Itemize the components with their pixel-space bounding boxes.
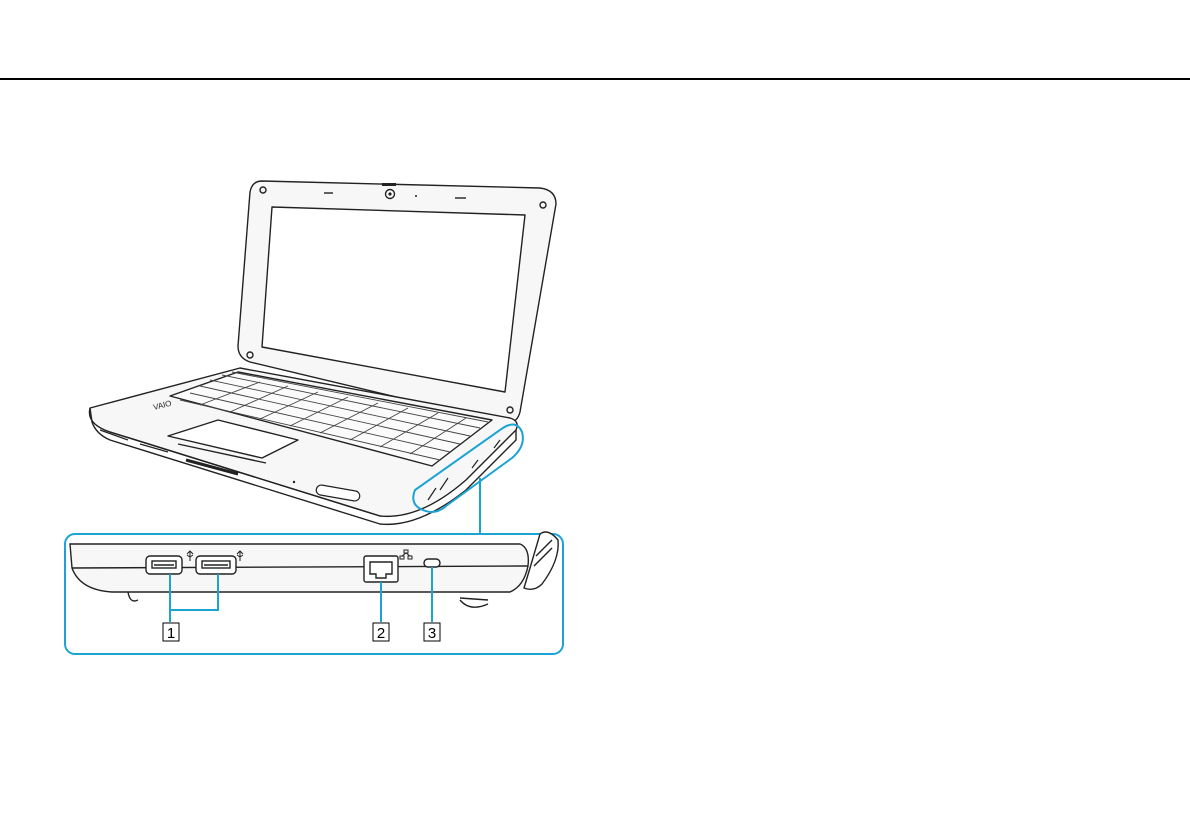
laptop-illustration: VAIO bbox=[89, 181, 556, 524]
svg-text:3: 3 bbox=[428, 625, 436, 642]
callout-3: 3 bbox=[424, 623, 440, 642]
svg-text:2: 2 bbox=[377, 625, 385, 642]
network-port bbox=[364, 556, 398, 582]
callout-2: 2 bbox=[373, 623, 389, 642]
usb-port-2 bbox=[196, 556, 236, 574]
security-slot bbox=[424, 559, 440, 567]
hinge bbox=[524, 532, 558, 589]
callout-1: 1 bbox=[163, 623, 179, 642]
side-view bbox=[70, 532, 558, 607]
svg-text:1: 1 bbox=[167, 625, 175, 642]
usb-port-1 bbox=[146, 556, 182, 574]
